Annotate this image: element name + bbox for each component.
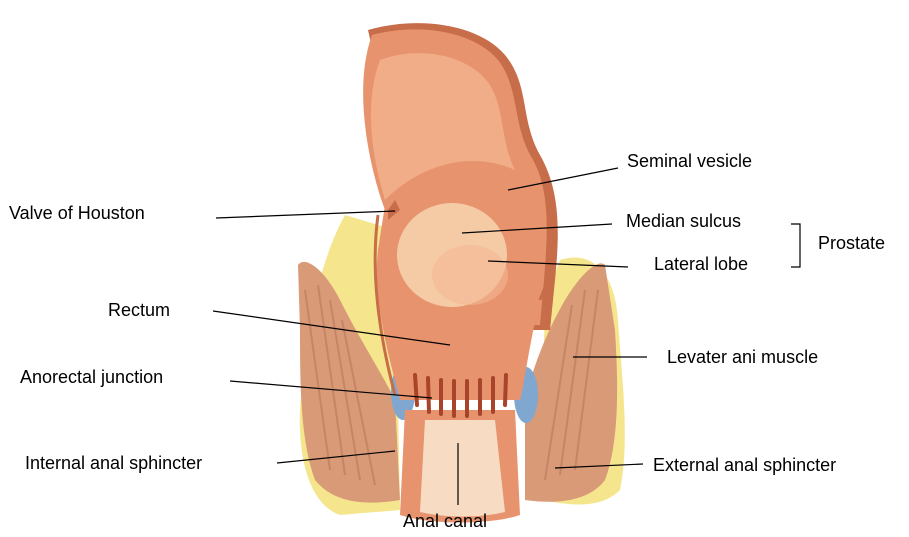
anal-canal <box>400 410 520 523</box>
label-lateral-lobe: Lateral lobe <box>654 254 748 274</box>
label-seminal-vesicle: Seminal vesicle <box>627 151 752 171</box>
prostate-bracket <box>791 224 800 267</box>
leader-valve-of-houston <box>216 211 395 218</box>
label-median-sulcus: Median sulcus <box>626 211 741 231</box>
label-valve-of-houston: Valve of Houston <box>9 203 145 223</box>
label-levater-ani-muscle: Levater ani muscle <box>667 347 818 367</box>
label-external-anal-sphincter: External anal sphincter <box>653 455 836 475</box>
label-prostate: Prostate <box>818 233 885 253</box>
label-rectum: Rectum <box>108 300 170 320</box>
label-anal-canal: Anal canal <box>403 511 487 531</box>
label-internal-anal-sphincter: Internal anal sphincter <box>25 453 202 473</box>
label-anorectal-junction: Anorectal junction <box>20 367 163 387</box>
